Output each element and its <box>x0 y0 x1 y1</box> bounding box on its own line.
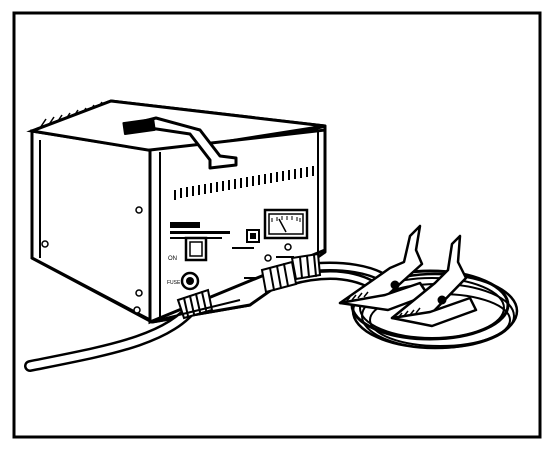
fuse-label: FUSE <box>167 280 181 286</box>
switch-label: ON <box>168 256 177 262</box>
indicator-lamp-icon <box>284 243 292 251</box>
fuse-holder: FUSE <box>167 271 258 291</box>
charger-base-edge <box>149 299 241 323</box>
screw-icon <box>133 306 141 314</box>
screw-icon <box>135 289 143 297</box>
page-border <box>12 11 542 439</box>
vent-slots <box>174 166 314 200</box>
model-label <box>170 231 230 234</box>
screw-icon <box>41 240 49 248</box>
screw-icon <box>135 206 143 214</box>
battery-clamp-negative <box>390 234 478 328</box>
ammeter <box>263 208 309 240</box>
power-switch: ON <box>168 236 208 262</box>
battery-clamp-positive <box>338 224 430 312</box>
indicator-lamp-icon <box>264 254 272 262</box>
rate-selector <box>232 229 260 249</box>
ac-power-cord <box>24 288 214 372</box>
brand-label <box>170 222 200 228</box>
carry-handle <box>122 116 238 170</box>
meter-needle <box>278 218 287 233</box>
